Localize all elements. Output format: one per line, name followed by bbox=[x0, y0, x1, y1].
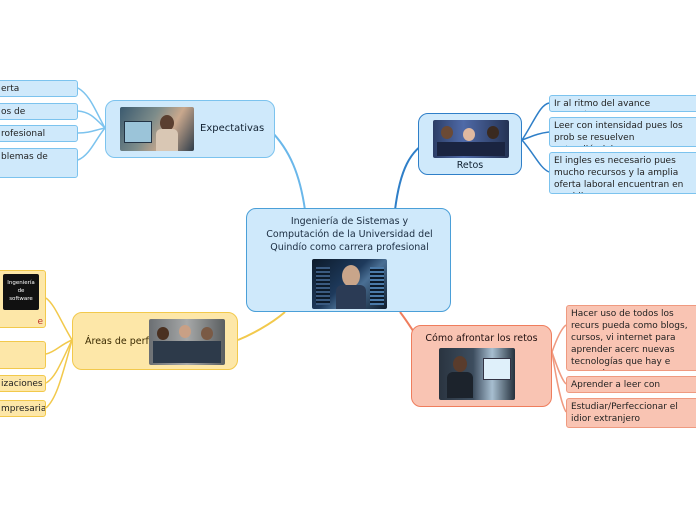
retos-item-2[interactable]: Leer con intensidad pues los prob se res… bbox=[549, 117, 696, 147]
branch-areas-perfil[interactable]: Áreas de perfil bbox=[72, 312, 238, 370]
expectativas-item-3[interactable]: rofesional amplio bbox=[0, 125, 78, 142]
como-item-2[interactable]: Aprender a leer con intensidad bbox=[566, 376, 696, 393]
expectativas-item-2[interactable]: os de aprendizaje bbox=[0, 103, 78, 120]
areas-item-1[interactable]: Ingeniería de software e Software bbox=[0, 270, 46, 328]
areas-item-1-label: e Software bbox=[37, 317, 43, 327]
branch-expectativas[interactable]: Expectativas bbox=[105, 100, 275, 158]
como-item-1[interactable]: Hacer uso de todos los recurs pueda como… bbox=[566, 305, 696, 371]
como-photo bbox=[439, 348, 515, 400]
areas-item-2[interactable] bbox=[0, 341, 46, 369]
expectativas-item-4[interactable]: blemas de bbox=[0, 148, 78, 178]
branch-como-afrontar[interactable]: Cómo afrontar los retos bbox=[411, 325, 552, 407]
central-title: Ingeniería de Sistemas y Computación de … bbox=[266, 216, 433, 253]
como-title: Cómo afrontar los retos bbox=[425, 333, 538, 344]
book-line-1: Ingeniería bbox=[7, 280, 35, 286]
retos-item-3[interactable]: El ingles es necesario pues mucho recurs… bbox=[549, 152, 696, 194]
software-book-image: Ingeniería de software bbox=[3, 274, 39, 310]
retos-item-1[interactable]: Ir al ritmo del avance tecnológico bbox=[549, 95, 696, 112]
central-topic[interactable]: Ingeniería de Sistemas y Computación de … bbox=[246, 208, 451, 312]
expectativas-item-1[interactable]: erta internacional bbox=[0, 80, 78, 97]
retos-title: Retos bbox=[456, 160, 484, 171]
areas-photo bbox=[149, 319, 225, 365]
book-line-3: software bbox=[9, 296, 33, 302]
expectativas-photo bbox=[120, 107, 194, 151]
branch-retos[interactable]: Retos bbox=[418, 113, 522, 175]
areas-title: Áreas de perfil bbox=[85, 336, 155, 347]
retos-photo bbox=[433, 120, 509, 158]
areas-item-4[interactable]: mpresarial bbox=[0, 400, 46, 417]
central-photo bbox=[312, 259, 387, 309]
areas-item-3[interactable]: izaciones bbox=[0, 375, 46, 392]
como-item-3[interactable]: Estudiar/Perfeccionar el idior extranjer… bbox=[566, 398, 696, 428]
book-line-2: de bbox=[17, 288, 25, 294]
expectativas-title: Expectativas bbox=[200, 123, 265, 134]
